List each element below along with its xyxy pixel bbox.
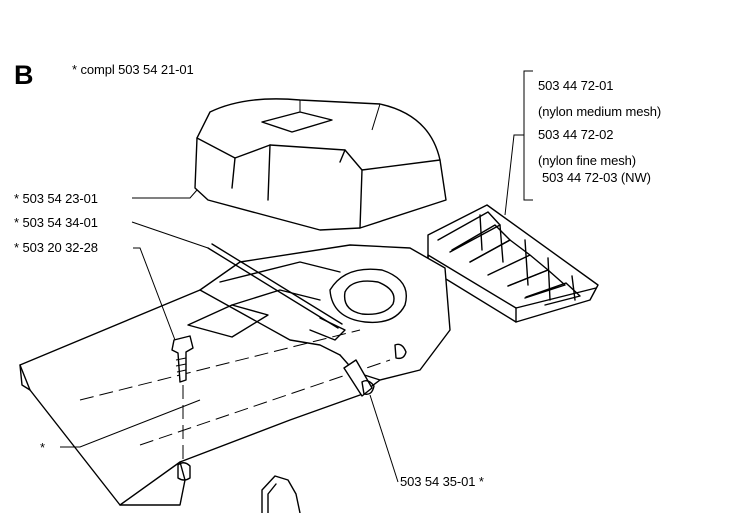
filter-description-2: (nylon fine mesh) xyxy=(538,153,637,168)
nut-part-number: 503 54 35-01 * xyxy=(400,474,484,489)
section-letter: B xyxy=(14,60,34,90)
filter-description-1: (nylon medium mesh) xyxy=(538,104,662,119)
filter-part-number-3: 503 44 72-03 (NW) xyxy=(542,170,651,185)
nut-part xyxy=(343,359,375,397)
screw-part-number: * 503 20 32-28 xyxy=(14,240,98,255)
base-shroud-part xyxy=(19,244,451,506)
compl-part-number: * compl 503 54 21-01 xyxy=(72,62,194,77)
leader-lines xyxy=(60,70,533,483)
cylinder-cover-part xyxy=(194,98,447,231)
air-filter-part xyxy=(427,204,599,323)
cover-part-number: * 503 54 23-01 xyxy=(14,191,98,206)
filter-part-number-1: 503 44 72-01 xyxy=(538,78,614,93)
bracket-part xyxy=(261,475,301,513)
filter-part-number-2: 503 44 72-02 xyxy=(538,127,614,142)
rod-part-number: * 503 54 34-01 xyxy=(14,215,98,230)
base-part-marker: * xyxy=(40,440,45,455)
rod-part xyxy=(207,243,343,329)
screw-part xyxy=(171,335,194,481)
